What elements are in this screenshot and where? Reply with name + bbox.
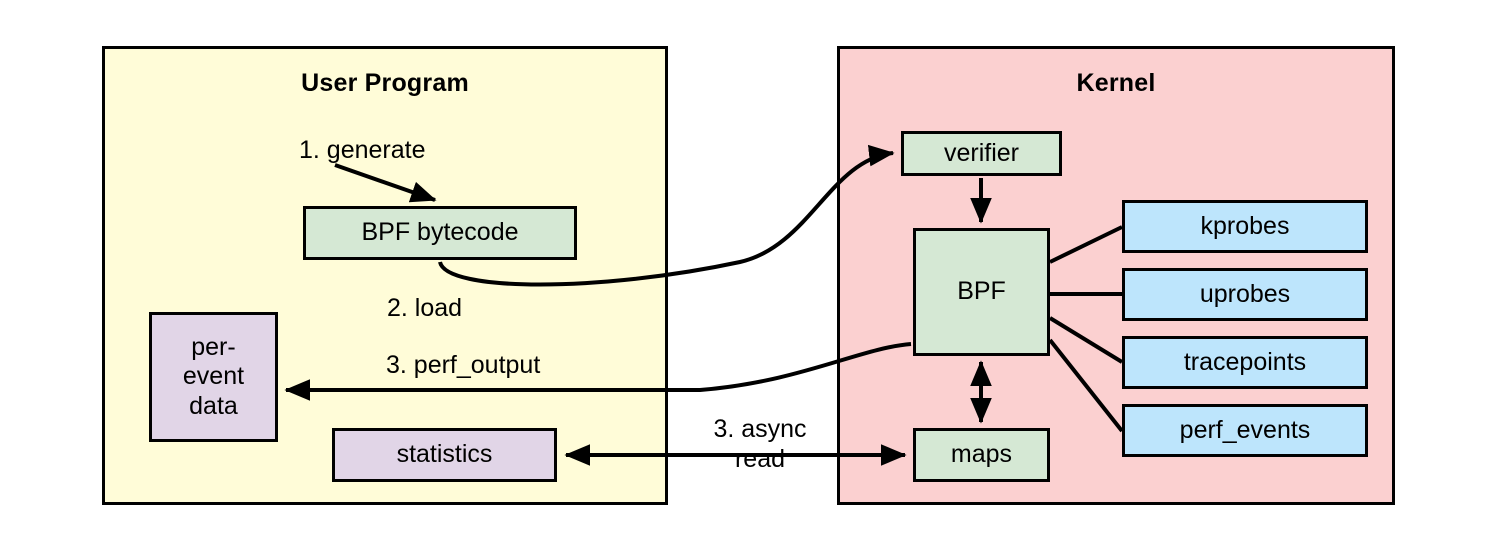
node-bpf[interactable]: BPF (913, 228, 1050, 356)
node-kprobes[interactable]: kprobes (1122, 200, 1368, 253)
node-verifier[interactable]: verifier (901, 131, 1062, 176)
edge-label-load: 2. load (387, 294, 463, 322)
edge-label-perf-output: 3. perf_output (386, 351, 541, 379)
node-statistics[interactable]: statistics (332, 428, 557, 482)
node-bpf-bytecode[interactable]: BPF bytecode (303, 206, 577, 260)
node-perf-events[interactable]: perf_events (1122, 404, 1368, 457)
node-per-event-data[interactable]: per- event data (149, 312, 278, 442)
node-maps[interactable]: maps (913, 428, 1050, 482)
user-program-title: User Program (301, 69, 469, 97)
node-uprobes[interactable]: uprobes (1122, 268, 1368, 321)
kernel-title: Kernel (1076, 69, 1156, 97)
edge-label-async-read: 3. async read (713, 415, 807, 473)
node-tracepoints[interactable]: tracepoints (1122, 336, 1368, 389)
edge-label-generate: 1. generate (299, 136, 426, 164)
